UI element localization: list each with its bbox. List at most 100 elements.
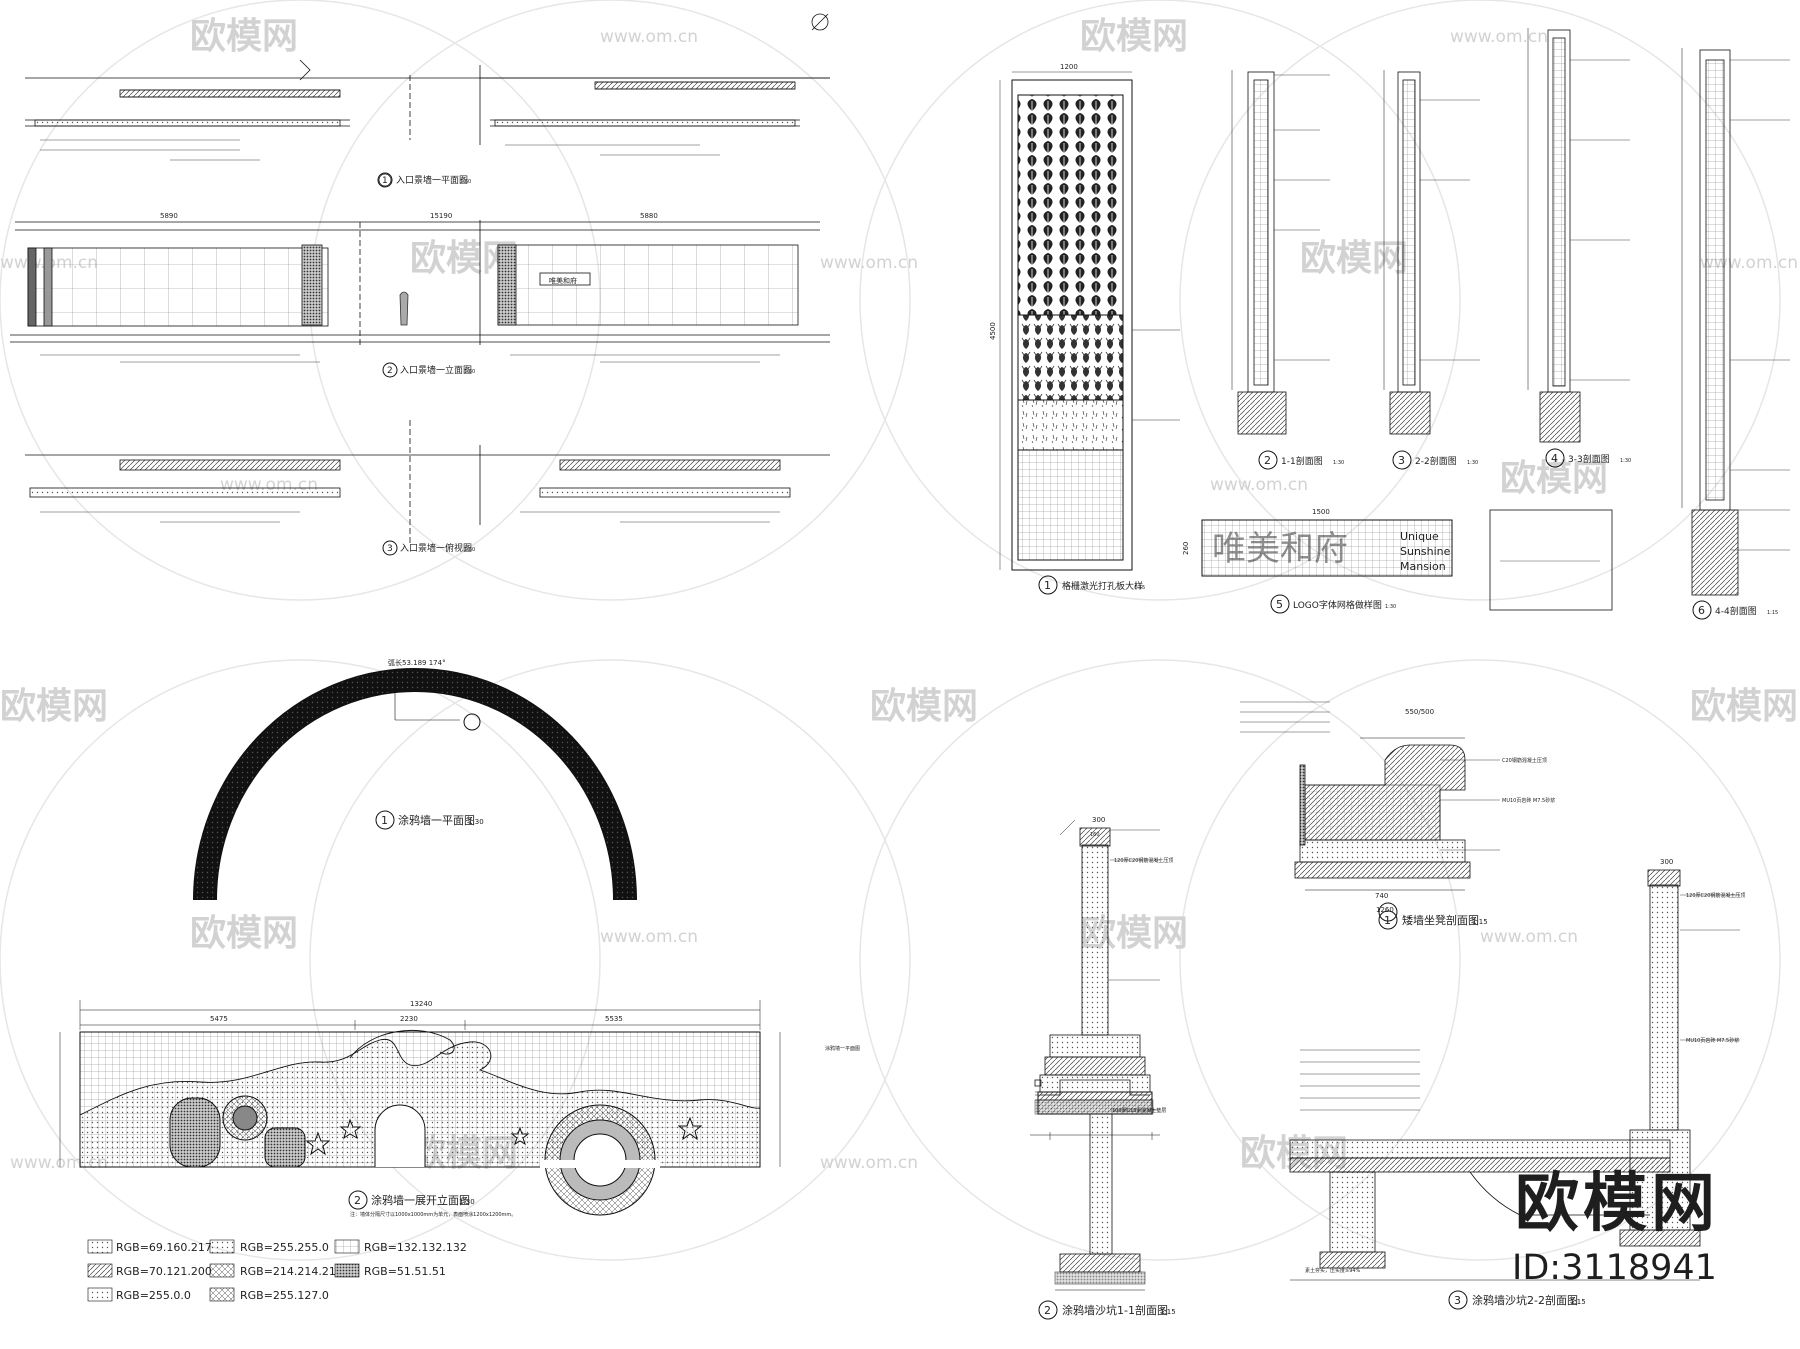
dim-text: 1260 xyxy=(1376,906,1394,914)
legend-label: RGB=255.255.0 xyxy=(240,1241,329,1254)
drawing-number: 1 xyxy=(382,176,388,186)
drawing-scale: 1:30 xyxy=(1467,460,1478,466)
dim-text: 5475 xyxy=(210,1015,228,1023)
drawing-scale: 1:15 xyxy=(1134,585,1145,591)
drawing-title: 涂鸦墙一平面图 xyxy=(398,813,475,827)
drawing-number: 3 xyxy=(1398,454,1405,467)
entrance-elevation xyxy=(10,220,830,363)
legend-label: RGB=214.214.214 xyxy=(240,1265,343,1278)
bench-section xyxy=(1240,701,1500,891)
watermark-layer xyxy=(0,0,1781,1261)
drawing-title: 入口景墙一平面图 xyxy=(396,174,468,186)
dim-text: 5535 xyxy=(605,1015,623,1023)
laser-panel-detail: 1200 4500 1 格栅激光打孔板大样 1:15 xyxy=(989,63,1180,595)
graffiti-wall-plan: 弧长53.189 174° 1 涂鸦墙一平面图 1:30 xyxy=(193,658,637,901)
dim-text: 740 xyxy=(1375,892,1388,900)
drawing-title: 4-4剖面图 xyxy=(1715,605,1757,617)
drawing-scale: 1:60 xyxy=(464,547,475,553)
arc-length-label: 弧长53.189 174° xyxy=(388,658,446,667)
callout-label: 120厚C20钢筋混凝土压顶 xyxy=(1114,857,1173,864)
watermark-url: www.om.cn xyxy=(1450,27,1548,47)
sandpit-1-1-section xyxy=(1030,819,1160,1140)
legend-label: RGB=69.160.217 xyxy=(116,1241,212,1254)
dim-text: 550/500 xyxy=(1405,708,1434,716)
watermark-url: www.om.cn xyxy=(820,1153,918,1173)
watermark-url: www.om.cn xyxy=(600,27,698,47)
watermark-url: www.om.cn xyxy=(600,927,698,947)
drawing-title: 涂鸦墙沙坑2-2剖面图 xyxy=(1472,1293,1578,1307)
bench-title: 1 矮墙坐凳剖面图 1:15 xyxy=(1378,910,1488,930)
drawing-title: 2-2剖面图 xyxy=(1415,455,1457,467)
dim-text: 300 xyxy=(1092,816,1105,824)
sheet-note: 注：墙体分隔尺寸以1000x1000mm为单元，表面喷涂1200x1200mm。 xyxy=(350,1211,516,1218)
drawing-number: 2 xyxy=(354,1194,361,1207)
watermark-text: 欧模网 xyxy=(1690,686,1798,727)
dim-text: 2230 xyxy=(400,1015,418,1023)
logo-cn-text: 唯美和府 xyxy=(1212,529,1348,569)
color-legend: RGB=69.160.217 RGB=255.255.0 RGB=132.132… xyxy=(87,1239,467,1302)
watermark-text-layer: 欧模网 欧模网 欧模网 欧模网 欧模网 欧模网 欧模网 欧模网 欧模网 欧模网 … xyxy=(0,16,1798,1174)
bench-section-labels: 550/500 740 1260 C20钢筋混凝土压顶 MU10页岩砖 M7.5… xyxy=(1375,708,1555,922)
drawing-scale: 1:30 xyxy=(1620,458,1631,464)
callout-label: C20钢筋混凝土压顶 xyxy=(1502,757,1547,764)
dim-text: 4500 xyxy=(989,322,997,340)
drawing-number: 2 xyxy=(1264,454,1271,467)
watermark-url: www.om.cn xyxy=(1210,475,1308,495)
watermark-text: 欧模网 xyxy=(870,686,978,727)
drawing-scale: 1:15 xyxy=(1570,1298,1586,1306)
callout-label: 100厚C15素混凝土垫层 xyxy=(1112,1107,1166,1114)
drawing-scale: 1:30 xyxy=(1385,604,1396,610)
legend-label: RGB=255.127.0 xyxy=(240,1289,329,1302)
drawing-number: 6 xyxy=(1698,604,1705,617)
drawing-title: 入口景墙一俯视图 xyxy=(400,542,472,554)
logo-en-text: Sunshine xyxy=(1400,545,1451,558)
brand-logo-stamp: 欧模网 xyxy=(1515,1167,1719,1241)
dim-text: 300 xyxy=(1660,858,1673,866)
dim-text: 260 xyxy=(1182,542,1190,555)
legend-label: RGB=132.132.132 xyxy=(364,1241,467,1254)
callout-label: MU10页岩砖 M7.5砂浆 xyxy=(1686,1037,1739,1044)
model-id-stamp: ID:3118941 xyxy=(1512,1248,1717,1288)
drawing-number: 1 xyxy=(1384,914,1391,927)
drawing-title: 1-1剖面图 xyxy=(1281,455,1323,467)
watermark-text: 欧模网 xyxy=(1500,458,1608,499)
dim-text: 1200 xyxy=(1060,63,1078,71)
logo-en-text: Mansion xyxy=(1400,560,1446,573)
drawing-title: 入口景墙一立面图 xyxy=(400,364,472,376)
logo-grid-detail: 唯美和府 Unique Sunshine Mansion 1500 260 5 … xyxy=(1182,508,1613,614)
sandpit-1-1-body xyxy=(1054,1113,1146,1291)
logo-en-text: Unique xyxy=(1400,530,1439,543)
wall-sections xyxy=(1231,28,1630,443)
drawing-number: 2 xyxy=(1044,1304,1051,1317)
legend-label: RGB=70.121.200 xyxy=(116,1265,212,1278)
watermark-text: 欧模网 xyxy=(1300,238,1408,279)
drawing-number: 1 xyxy=(381,814,388,827)
watermark-url: www.om.cn xyxy=(820,253,918,273)
dim-text: 13240 xyxy=(410,1000,432,1008)
legend-label: RGB=255.0.0 xyxy=(116,1289,191,1302)
watermark-text: 欧模网 xyxy=(190,913,298,954)
drawing-scale: 1:60 xyxy=(460,179,471,185)
section-4-4-labels: 6 4-4剖面图 1:15 xyxy=(1692,600,1778,620)
section-4-4 xyxy=(1681,48,1790,596)
entrance-plan-labels: 1 入口景墙一平面图 1:60 xyxy=(377,172,471,188)
drawing-scale: 1:30 xyxy=(459,1198,475,1206)
legend-swatch xyxy=(87,1263,113,1278)
drawing-scale: 1:15 xyxy=(1160,1308,1176,1316)
drawing-number: 5 xyxy=(1276,598,1283,611)
drawing-number: 1 xyxy=(1044,579,1051,592)
sandpit-2-2-section xyxy=(1289,869,1740,1281)
dim-text: 160 xyxy=(1090,832,1100,838)
drawing-scale: 1:15 xyxy=(1767,610,1778,616)
entrance-section xyxy=(25,420,830,545)
drawing-scale: 1:60 xyxy=(464,369,475,375)
drawing-title: 3-3剖面图 xyxy=(1568,453,1610,465)
dim-text: 5890 xyxy=(160,212,178,220)
watermark-text: 欧模网 xyxy=(1080,16,1188,57)
watermark-url: www.om.cn xyxy=(1700,253,1798,273)
watermark-text: 欧模网 xyxy=(0,686,108,727)
dim-text: 5880 xyxy=(640,212,658,220)
drawing-scale: 1:30 xyxy=(468,818,484,826)
entrance-plan xyxy=(25,13,830,187)
